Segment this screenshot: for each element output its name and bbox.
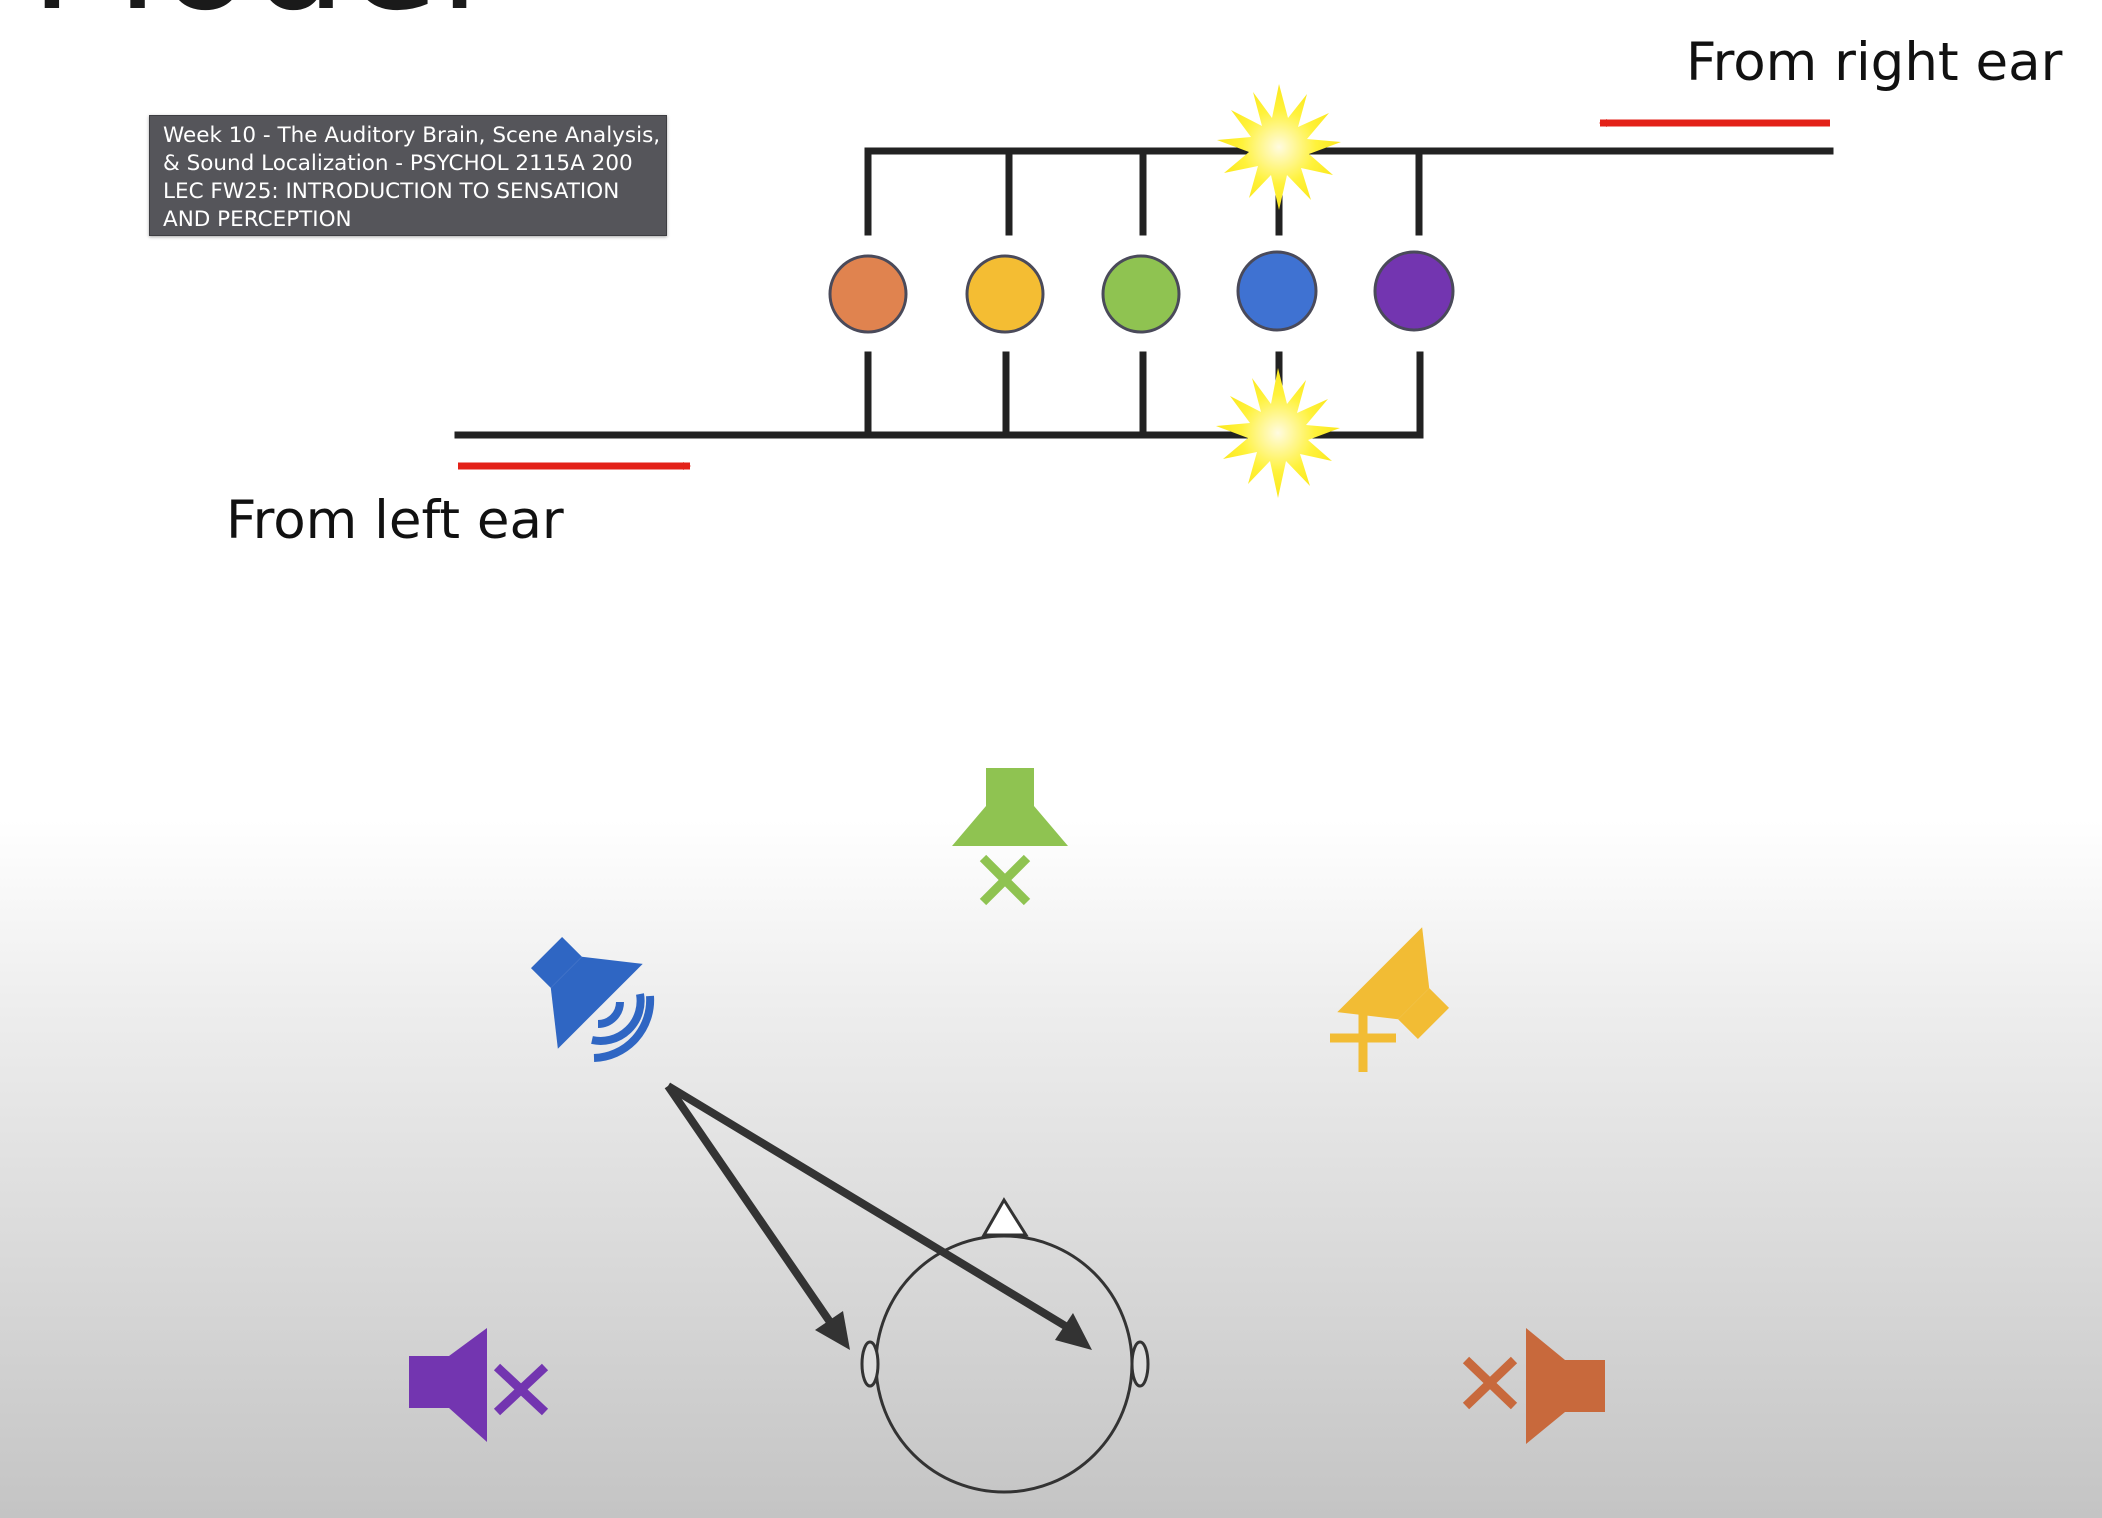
left-ear-icon xyxy=(860,1340,880,1388)
green-mute-x-icon xyxy=(979,854,1031,906)
sound-path-arrows xyxy=(664,1082,1092,1350)
caption-line-4: AND PERCEPTION xyxy=(163,207,352,232)
head-outline xyxy=(874,1234,1134,1494)
caption-line-3: LEC FW25: INTRODUCTION TO SENSATION xyxy=(163,179,620,204)
coincidence-detectors xyxy=(828,250,1455,334)
from-left-ear-label: From left ear xyxy=(226,490,564,551)
listener-head-icon xyxy=(860,1197,1150,1494)
purple-mute-x-icon xyxy=(493,1363,549,1416)
signal-burst-top xyxy=(1217,84,1341,210)
yellow-plus-icon xyxy=(1330,1006,1396,1072)
orange-mute-x-icon xyxy=(1462,1356,1518,1410)
caption-line-1: Week 10 - The Auditory Brain, Scene Anal… xyxy=(163,123,661,148)
detector-green xyxy=(1101,254,1181,334)
slide-title-fragment: Model xyxy=(30,0,480,32)
path-to-right-ear xyxy=(665,1082,1075,1334)
from-right-ear-label: From right ear xyxy=(1686,32,2063,93)
detector-orange xyxy=(828,254,908,334)
orange-speaker-icon xyxy=(1462,1328,1605,1444)
purple-speaker-icon xyxy=(409,1328,549,1442)
left-ear-arrowhead xyxy=(815,1311,850,1350)
detector-purple xyxy=(1373,250,1455,332)
blue-speaker-icon xyxy=(530,936,655,1062)
caption-line-2: & Sound Localization - PSYCHOL 2115A 200 xyxy=(163,151,633,176)
nose-icon xyxy=(981,1197,1029,1237)
video-title-caption: Week 10 - The Auditory Brain, Scene Anal… xyxy=(149,115,667,236)
path-to-left-ear xyxy=(664,1083,834,1325)
right-ear-arrowhead xyxy=(1055,1313,1092,1350)
detector-yellow xyxy=(965,254,1045,334)
signal-burst-bottom xyxy=(1216,368,1340,498)
detector-blue xyxy=(1236,250,1318,332)
green-speaker-icon xyxy=(952,768,1068,906)
right-ear-icon xyxy=(1130,1340,1150,1388)
sound-waves-icon xyxy=(591,993,655,1062)
yellow-speaker-icon xyxy=(1330,927,1450,1072)
